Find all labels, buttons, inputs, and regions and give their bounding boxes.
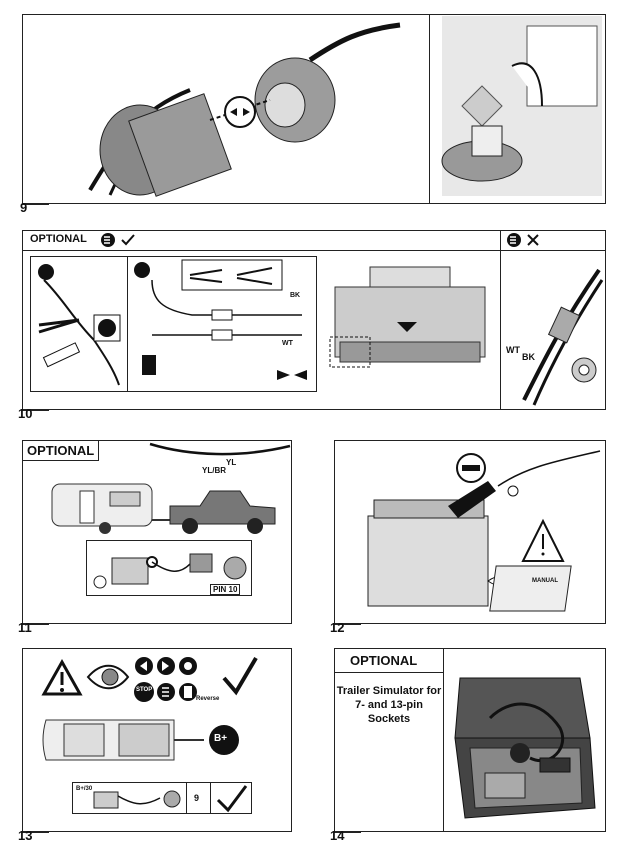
wire-ylbr-label: YL/BR bbox=[202, 466, 226, 475]
wire-yl-label: YL bbox=[226, 458, 237, 467]
step-13-wiring-divider-1 bbox=[186, 782, 187, 814]
fog-light-not-applicable-icon bbox=[507, 233, 539, 247]
wiring-detail-divider bbox=[127, 256, 128, 392]
step-9-divider bbox=[429, 14, 430, 204]
b30-label: B+/30 bbox=[76, 786, 93, 792]
wire-splice-illustration bbox=[134, 259, 307, 380]
step-10-number: 10 bbox=[18, 406, 33, 421]
step-14-header-line bbox=[334, 672, 444, 673]
step-11-bracket bbox=[22, 608, 49, 625]
wire-wt-label: WT bbox=[282, 340, 293, 347]
step-14-divider bbox=[443, 648, 444, 832]
battery-disconnect-illustration bbox=[367, 450, 601, 612]
bplus-label: B+ bbox=[214, 733, 228, 744]
step-12-number: 12 bbox=[330, 620, 345, 635]
step-11-optional-label: OPTIONAL bbox=[22, 440, 100, 461]
checkmark-icon-small bbox=[216, 785, 248, 813]
step-12-bracket bbox=[334, 608, 361, 625]
manual-label: MANUAL bbox=[532, 578, 558, 584]
battery-socket-small-illustration bbox=[93, 790, 181, 809]
step-14-bracket bbox=[334, 816, 361, 833]
socket-connection-illustration bbox=[88, 22, 401, 197]
step-10-header-line bbox=[22, 250, 606, 251]
step-13-number: 13 bbox=[18, 828, 33, 843]
tape-wrap-illustration bbox=[522, 268, 604, 406]
reverse-label: Reverse bbox=[196, 696, 220, 702]
warning-icon bbox=[41, 658, 83, 696]
step-11-number: 11 bbox=[18, 620, 32, 635]
fog-light-icon bbox=[101, 233, 135, 247]
pin-number-label: 9 bbox=[194, 793, 200, 803]
step-10-optional-label: OPTIONAL bbox=[30, 233, 87, 245]
pin-10-label: PIN 10 bbox=[210, 584, 241, 595]
trailer-simulator-title: Trailer Simulator for 7- and 13-pin Sock… bbox=[336, 685, 442, 725]
wire-wt-label-2: WT bbox=[506, 345, 520, 355]
wire-bk-label: BK bbox=[290, 292, 301, 299]
wire-bk-label-2: BK bbox=[522, 352, 535, 362]
caravan-towing-illustration bbox=[51, 483, 276, 534]
eye-icon bbox=[86, 664, 130, 690]
step-14-optional-label: OPTIONAL bbox=[350, 653, 418, 668]
battery-socket-wiring-illustration bbox=[93, 553, 247, 589]
light-function-icons bbox=[134, 657, 197, 702]
stop-label: STOP bbox=[136, 687, 153, 693]
pickup-rear-illustration bbox=[329, 266, 486, 368]
step-13-wiring-divider-2 bbox=[210, 782, 211, 814]
step-10-divider bbox=[500, 230, 501, 410]
vehicle-socket-mount-illustration bbox=[441, 16, 602, 196]
checkmark-icon bbox=[222, 656, 258, 696]
step-9-bracket bbox=[22, 188, 49, 205]
step-10-bracket bbox=[22, 394, 49, 411]
step-13-bracket bbox=[22, 816, 49, 833]
trailer-simulator-case-illustration bbox=[454, 677, 596, 819]
wire-cutting-illustration bbox=[38, 264, 121, 386]
vehicle-trailer-illustration bbox=[42, 719, 239, 761]
wire-curve-illustration bbox=[149, 442, 291, 456]
step-14-number: 14 bbox=[330, 828, 345, 843]
step-9-number: 9 bbox=[20, 200, 28, 215]
